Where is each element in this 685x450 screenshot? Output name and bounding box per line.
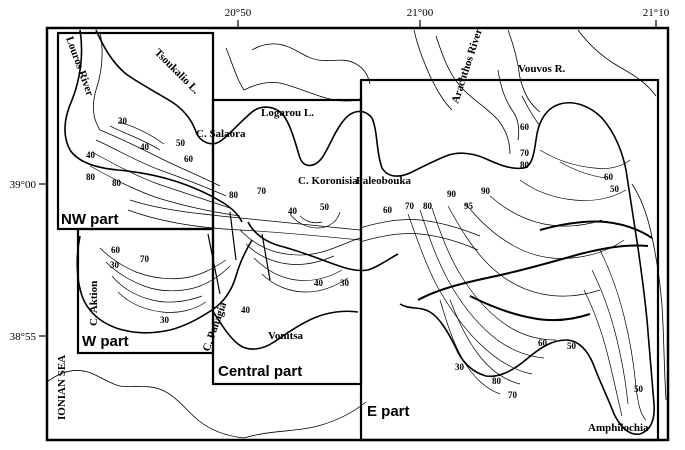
place-ionian-sea: IONIAN SEA (56, 355, 68, 420)
depth-label: 50 (320, 202, 330, 212)
depth-label: 80 (423, 201, 433, 211)
depth-label: 60 (184, 154, 194, 164)
depth-label: 30 (455, 362, 465, 372)
depth-label: 70 (257, 186, 267, 196)
depth-label: 40 (288, 206, 298, 216)
coastline (46, 29, 667, 439)
lon-tick-label: 20°50 (225, 7, 252, 19)
depth-label: 30 (340, 278, 350, 288)
place-vouvos-river: Vouvos R. (518, 63, 566, 75)
depth-label: 60 (538, 338, 548, 348)
depth-label: 80 (229, 190, 239, 200)
region-label-nw: NW part (61, 211, 119, 228)
place-cape-salaora: C. Salaora (196, 128, 246, 140)
depth-label: 30 (118, 116, 128, 126)
depth-label: 60 (111, 245, 121, 255)
depth-label: 60 (604, 172, 614, 182)
region-boxes (56, 31, 660, 442)
depth-label: 50 (567, 341, 577, 351)
place-cape-koronisia: C. Koronisia (298, 175, 358, 187)
depth-contours (89, 121, 647, 421)
depth-label: 50 (610, 184, 620, 194)
fault-lines (207, 211, 653, 322)
depth-label: 50 (634, 384, 644, 394)
depth-label: 40 (314, 278, 324, 288)
depth-label: 80 (492, 376, 502, 386)
place-amphilochia: Amphilochia (588, 422, 649, 434)
depth-label: 80 (86, 172, 96, 182)
place-louros-river: Louros River (63, 35, 96, 98)
lon-tick-label: 21°00 (407, 7, 434, 19)
graticule-ticks (39, 20, 657, 337)
depth-label: 90 (447, 189, 457, 199)
region-label-central: Central part (218, 363, 302, 380)
depth-label: 90 (481, 186, 491, 196)
place-paleobouka: Paleobouka (356, 175, 412, 187)
depth-label: 50 (176, 138, 186, 148)
region-label-w: W part (82, 333, 129, 350)
depth-label: 30 (160, 315, 170, 325)
depth-label: 40 (140, 142, 150, 152)
depth-label: 70 (140, 254, 150, 264)
region-label-e: E part (367, 403, 410, 420)
depth-label: 40 (86, 150, 96, 160)
lon-tick-label: 21°10 (643, 7, 670, 19)
depth-label: 70 (508, 390, 518, 400)
place-logarou-lagoon: Logarou L. (261, 107, 314, 119)
place-vonitsa: Vonitsa (268, 330, 304, 342)
depth-label: 60 (520, 122, 530, 132)
depth-label: 70 (405, 201, 415, 211)
place-cape-aktion: C. Aktion (88, 281, 100, 326)
e-part-box (359, 78, 660, 442)
place-cape-panagia: C. Panagia (201, 300, 230, 353)
depth-label: 40 (241, 305, 251, 315)
depth-labels: 30 40 40 50 60 80 80 80 70 40 50 40 30 4… (86, 116, 644, 400)
depth-label: 80 (520, 160, 530, 170)
lat-tick-label: 39°00 (10, 179, 37, 191)
place-tsoukalio-lagoon: Tsoukalio L. (152, 47, 202, 97)
depth-label: 95 (464, 201, 474, 211)
depth-label: 80 (112, 178, 122, 188)
lat-tick-label: 38°55 (10, 331, 37, 343)
depth-label: 70 (520, 148, 530, 158)
rivers (92, 31, 541, 141)
depth-label: 60 (383, 205, 393, 215)
depth-label: 30 (110, 260, 120, 270)
map-frame (45, 26, 670, 442)
